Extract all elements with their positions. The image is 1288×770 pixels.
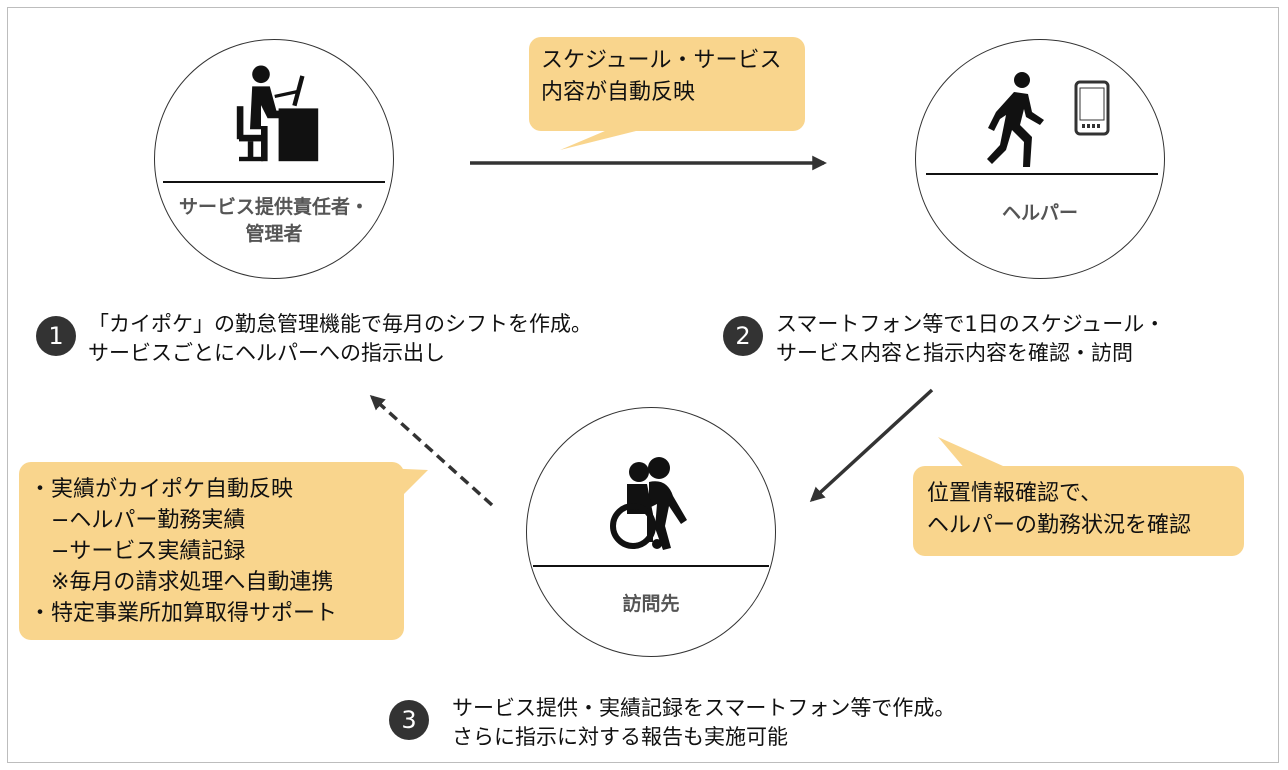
step-2-line1: スマートフォン等で1日のスケジュール・ [776,312,1166,336]
step-1-text: 「カイポケ」の勤怠管理機能で毎月のシフトを作成。 サービスごとにヘルパーへの指示… [88,310,592,368]
bubble-top-line2: 内容が自動反映 [541,80,696,105]
helper-node: ヘルパー [915,39,1165,279]
visit-node: 訪問先 [526,407,776,657]
bubble-right-tail [938,437,1012,470]
bubble-left-line2: −ヘルパー勤務実績 [29,508,246,533]
step-3-number: 3 [389,700,429,740]
step-2-number: 2 [723,316,763,356]
walking-person-icon [987,72,1044,167]
bubble-results-sync: ・実績がカイポケ自動反映 −ヘルパー勤務実績 −サービス実績記録 ※毎月の請求処… [19,462,404,640]
bubble-left-line3: −サービス実績記録 [29,539,246,564]
step-3-line1: サービス提供・実績記録をスマートフォン等で作成。 [452,696,956,720]
person-at-computer-icon [236,65,319,162]
step-2-line2: サービス内容と指示内容を確認・訪問 [776,341,1133,365]
bubble-right-line1: 位置情報確認で、 [927,481,1103,506]
bubble-auto-sync: スケジュール・サービス 内容が自動反映 [529,37,805,131]
bubble-left-line1: ・実績がカイポケ自動反映 [29,477,294,502]
step-2-text: スマートフォン等で1日のスケジュール・ サービス内容と指示内容を確認・訪問 [776,310,1165,368]
step-3-line2: さらに指示に対する報告も実施可能 [452,725,788,749]
visit-label: 訪問先 [622,593,680,615]
step-3-text: サービス提供・実績記録をスマートフォン等で作成。 さらに指示に対する報告も実施可… [452,694,955,752]
caregiver-wheelchair-icon [610,457,687,550]
helper-label: ヘルパー [1001,202,1078,224]
bubble-left-line5: ・特定事業所加算取得サポート [29,601,338,626]
manager-node: サービス提供責任者・ 管理者 [154,39,394,279]
arrow-visit-to-manager [369,395,494,507]
bubble-location-check: 位置情報確認で、 ヘルパーの勤務状況を確認 [913,466,1244,556]
step-1-number: 1 [36,316,76,356]
bubble-top-line1: スケジュール・サービス [541,48,782,73]
manager-label-line2: 管理者 [245,223,303,245]
bubble-right-line2: ヘルパーの勤務状況を確認 [927,513,1192,538]
manager-label-line1: サービス提供責任者・ [178,196,369,218]
smartphone-icon [1074,80,1110,136]
step-1-line1: 「カイポケ」の勤怠管理機能で毎月のシフトを作成。 [88,312,592,336]
bubble-left-line4: ※毎月の請求処理へ自動連携 [29,570,334,595]
diagram-frame [7,7,1279,763]
bubble-top-tail [560,128,648,150]
arrow-helper-to-visit [809,388,934,502]
step-1-line2: サービスごとにヘルパーへの指示出し [88,341,445,365]
